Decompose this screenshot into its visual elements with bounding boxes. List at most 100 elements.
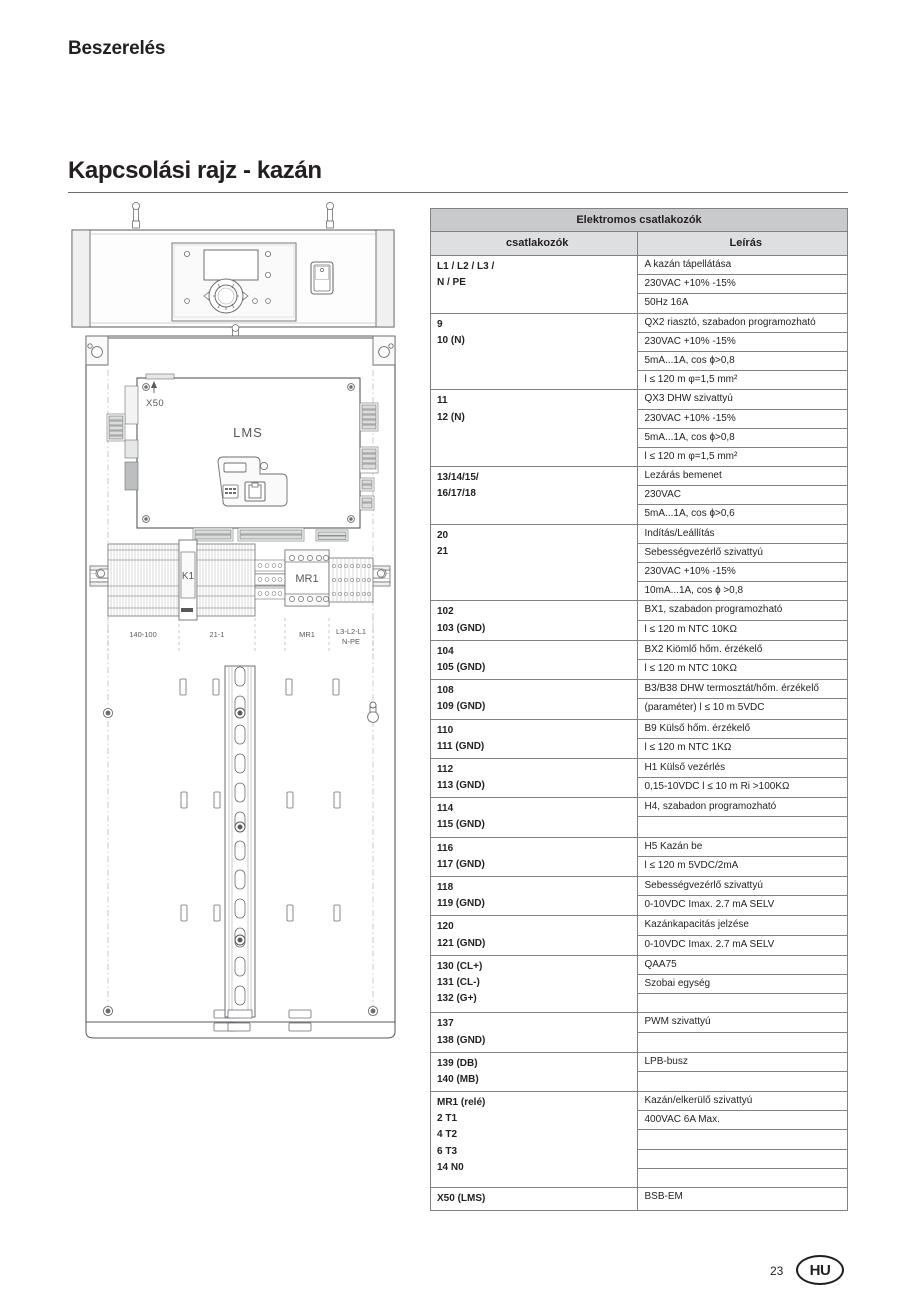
description-line [638,994,847,1012]
description-cell: B3/B38 DHW termosztát/hőm. érzékelő(para… [637,679,848,720]
description-line: 230VAC +10% -15% [638,563,847,583]
description-line: 230VAC [638,486,847,506]
lower-backplate [85,665,396,1039]
terminal-bank-140-100 [107,543,180,617]
description-line: H1 Külső vezérlés [638,759,847,779]
description-line: Indítás/Leállítás [638,525,847,544]
mounting-stud-left [132,202,141,229]
terminal-label: 120 [437,921,454,933]
terminal-cell: L1 / L2 / L3 /N / PE [429,255,639,314]
terminal-label: 103 (GND) [437,622,486,634]
wiring-diagram: X50 LMS [68,200,413,1040]
page-title: Beszerelés [68,38,166,59]
terminal-label: 16/17/18 [437,488,476,500]
terminal-label: 131 (CL-) [437,976,480,988]
terminal-label: 132 (G+) [437,993,477,1005]
description-line: Sebességvezérlő szivattyú [638,544,847,563]
table-row: 139 (DB)140 (MB)LPB-busz [429,1051,848,1093]
terminal-label: 119 (GND) [437,898,485,910]
terminal-cell: 110 111 (GND) [429,718,639,759]
table-column-header-row: csatlakozók Leírás [429,231,848,256]
terminal-stack-mid [254,559,286,600]
description-line: l ≤ 120 m 5VDC/2mA [644,859,739,871]
description-line: 5mA...1A, cos ɸ>0,8 [638,429,847,448]
description-line: 0,15-10VDC l ≤ 10 m Ri >100KΩ [644,781,790,793]
mr1-label: MR1 [295,573,318,585]
description-line: BX2 Kiömlő hőm. érzékelő [638,641,847,660]
terminal-group-label-3: MR1 [299,630,315,639]
page-footer: 23 HU [770,1255,850,1287]
terminal-label: 115 (GND) [437,819,485,831]
terminal-cell: 11 12 (N) [429,389,639,468]
description-cell: H4, szabadon programozható [637,797,848,838]
description-line [638,817,847,835]
terminal-label: 11 [437,395,448,407]
terminal-label: 9 [437,318,443,330]
electrical-connections-table: Elektromos csatlakozók csatlakozók Leírá… [429,208,848,1212]
din-rail-vertical [224,665,256,1019]
terminal-label: 2 T1 [437,1113,458,1125]
description-line: l ≤ 120 m NTC 10KΩ [644,623,737,635]
power-switch [310,261,334,295]
terminal-label: 111 (GND) [437,740,485,752]
description-line [638,1033,847,1051]
table-title-row: Elektromos csatlakozók [430,208,848,232]
description-line: Lezárás bemenet [638,467,847,487]
heading-divider [68,192,848,193]
description-line: QX2 riasztó, szabadon programozható [638,314,847,333]
control-panel-front [71,202,395,353]
lms-label: LMS [233,425,263,440]
terminal-label: 130 (CL+) [437,960,483,972]
terminal-label: 139 (DB) [437,1057,478,1069]
terminal-label: 114 [437,803,454,815]
table-row: 114 115 (GND) H4, szabadon programozható [429,797,848,838]
description-cell: BX2 Kiömlő hőm. érzékelő l ≤ 120 m NTC 10… [637,639,848,681]
terminal-label: 20 [437,529,449,541]
terminal-label: 110 [437,724,454,736]
terminal-label: 112 [437,763,454,775]
description-line: QAA75 [638,956,847,975]
terminal-label: 140 (MB) [437,1073,479,1085]
mounting-stud-right [325,202,334,229]
terminal-label: 138 (GND) [437,1034,486,1046]
terminal-cell: 130 (CL+) 131 (CL-) 132 (G+) [429,954,639,1014]
description-line: l ≤ 120 m NTC 10KΩ [644,662,737,674]
description-line: Szobai egység [638,975,847,995]
description-line: 400VAC 6A Max. [638,1111,847,1131]
section-title: Kapcsolási rajz - kazán [68,157,322,184]
terminal-label: 116 [437,842,454,854]
terminal-cell: 139 (DB) 140 (MB) [429,1051,639,1093]
terminal-group-label-1: 140-100 [129,630,157,639]
terminal-cell: X50 (LMS) [429,1186,639,1212]
terminal-label: 21 [437,545,449,557]
description-cell: PWM szivattyú [637,1012,848,1053]
terminal-label: 121 (GND) [437,937,486,949]
terminal-bank-supply [328,557,374,603]
column-header-terminals: csatlakozók [429,231,639,256]
terminal-group-label-2: 21-1 [209,630,224,639]
description-line: 5mA...1A, cos ɸ>0,6 [644,508,735,520]
terminal-label: 12 (N) [437,411,465,423]
